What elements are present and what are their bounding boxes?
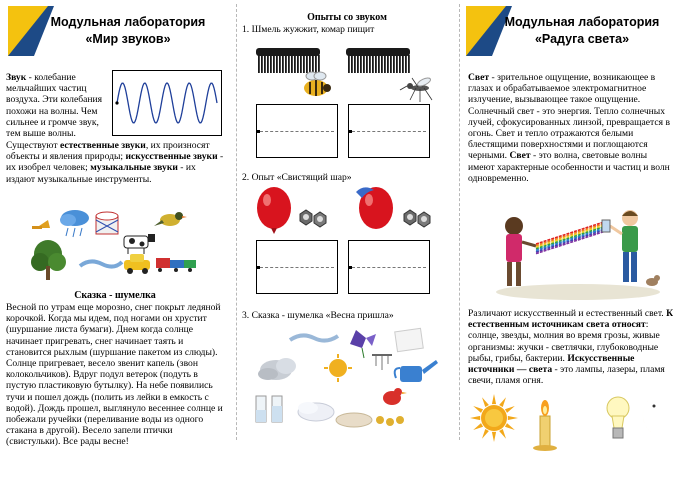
glass-icon [255, 395, 267, 423]
comb-icon [256, 48, 320, 73]
comb-bee-mosquito-illustration [256, 48, 433, 102]
girl-icon [505, 217, 537, 286]
comb-icon [346, 48, 410, 73]
children-light-experiment-illustration [496, 210, 660, 300]
column-divider [236, 4, 237, 440]
nut-icon [417, 211, 431, 228]
moon-icon [642, 394, 672, 438]
plastic-bag-icon [335, 412, 373, 428]
sun-icon [324, 354, 352, 382]
sound-wave-recording-box [256, 104, 338, 158]
tree-icon [31, 240, 66, 280]
sound-wave-graph [112, 70, 222, 136]
right-banner-title: Модульная лаборатория «Радуга света» [504, 15, 660, 46]
experiment-3-label: 3. Сказка - шумелка «Весна пришла» [242, 310, 394, 321]
light-definition: Свет - зрительное ощущение, возникающее … [468, 72, 670, 184]
sine-wave-icon [115, 82, 218, 124]
boy-icon [609, 210, 638, 282]
light-sources-illustration [470, 394, 672, 451]
bee-icon [304, 71, 331, 96]
story-title: Сказка - шумелка [74, 290, 156, 301]
light-beam-icon [535, 221, 605, 255]
mirror-icon [601, 219, 611, 233]
stream-icon [288, 333, 340, 343]
story-text: Весной по утрам еще морозно, снег покрыт… [6, 302, 223, 448]
watering-can-icon [393, 360, 438, 382]
car-icon [124, 254, 150, 274]
mosquito-icon [399, 77, 433, 102]
glass-icon [271, 395, 283, 423]
bells-icon [376, 416, 404, 426]
rain-cloud-icon [60, 210, 89, 238]
cow-icon [123, 234, 155, 254]
whistling-balloon-illustration [257, 187, 431, 234]
sound-sources-collage [31, 210, 196, 280]
bird-icon [154, 212, 187, 226]
spring-story-props-illustration [255, 327, 438, 428]
lamp-icon [606, 396, 630, 439]
sound-definition: Звук - колебание мельчайших частиц возду… [6, 72, 103, 140]
drum-icon [95, 211, 119, 235]
experiments-title: Опыты со звуком [307, 12, 387, 23]
nut-icon [403, 209, 417, 226]
stream-icon [78, 259, 124, 269]
left-banner: Модульная лаборатория «Мир звуков» [8, 6, 226, 56]
candle-icon [533, 400, 557, 451]
light-sources-text: Различают искусственный и естественный с… [468, 308, 674, 387]
right-column: Модульная лаборатория «Радуга света» Све… [462, 0, 678, 480]
sound-types: Существуют естественные звуки, их произн… [6, 140, 224, 185]
left-column: Модульная лаборатория «Мир звуков» Звук … [0, 0, 230, 480]
balloon-icon [257, 187, 291, 234]
middle-column: Опыты со звуком 1. Шмель жужжит, комар п… [238, 0, 456, 480]
small-dog-icon [646, 275, 660, 286]
right-banner: Модульная лаборатория «Радуга света» [466, 6, 676, 56]
sound-wave-recording-box [348, 104, 430, 158]
snow-icon [297, 402, 335, 422]
trumpet-icon [32, 220, 50, 229]
sound-wave-recording-box [256, 240, 338, 294]
wind-chime-icon [372, 354, 392, 370]
experiment-1-label: 1. Шмель жужжит, комар пищит [242, 24, 375, 35]
sound-wave-recording-box [348, 240, 430, 294]
column-divider [459, 4, 460, 440]
nut-icon [313, 211, 327, 228]
left-banner-title: Модульная лаборатория «Мир звуков» [50, 15, 206, 46]
whistle-bird-icon [383, 388, 407, 405]
experiment-2-label: 2. Опыт «Свистящий шар» [242, 172, 352, 183]
paper-sheet-icon [394, 327, 424, 353]
cloud-icon [258, 358, 296, 380]
sun-icon [470, 394, 518, 442]
nut-icon [299, 209, 313, 226]
flower-icon [350, 330, 376, 359]
balloon-icon [356, 187, 393, 229]
train-icon [156, 258, 196, 272]
